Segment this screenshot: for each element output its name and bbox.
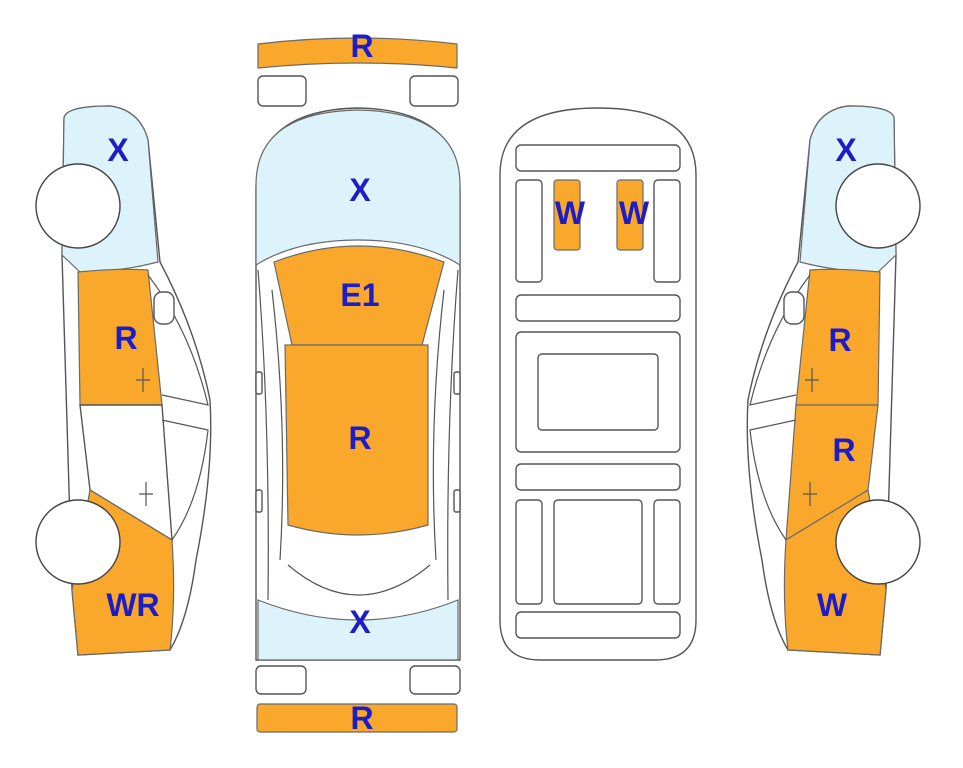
left-handle-front (136, 368, 150, 392)
front-bumper-label: R (350, 28, 373, 64)
roof-area-inner (537, 353, 659, 431)
left-window-line (147, 274, 209, 406)
right-mirror (783, 291, 805, 325)
rear-door-left (515, 499, 543, 605)
taillight-right (409, 665, 461, 695)
right-glass-line (749, 419, 797, 541)
left-side-line (257, 269, 269, 601)
right-rear-wheel (835, 499, 921, 585)
rear-glass-label: X (349, 604, 371, 640)
roof-panel[interactable] (284, 344, 429, 536)
left-door-label: R (114, 320, 137, 356)
left-side-view: X R WR (35, 105, 212, 656)
seat-front-right-panel[interactable] (616, 179, 644, 251)
mirror-left (255, 371, 263, 395)
front-door-left (515, 179, 543, 283)
rear-bumper-label: R (350, 700, 373, 736)
right-front-door-panel[interactable] (795, 268, 881, 406)
left-door-panel[interactable] (77, 268, 163, 406)
left-front-wheel (35, 163, 121, 249)
rear-bumper-panel[interactable] (256, 703, 458, 733)
left-quarter-glass-label: X (107, 132, 129, 168)
dashboard (515, 144, 681, 172)
left-mirror (153, 291, 175, 325)
interior-view: W W (499, 107, 697, 661)
right-side-view: X R R W (746, 105, 921, 656)
roof-label: R (348, 420, 371, 456)
windshield-label: X (349, 172, 371, 208)
right-quarter-glass-label: X (835, 132, 857, 168)
right-front-wheel (835, 163, 921, 249)
rear-glass-panel[interactable] (257, 599, 459, 661)
seat-front-left-label: W (555, 195, 586, 231)
right-inner-line (432, 289, 445, 561)
left-rear-wheel (35, 499, 121, 585)
right-rear-door-label: R (832, 432, 855, 468)
headlight-right (409, 75, 459, 107)
seat-front-right-label: W (619, 195, 650, 231)
rear-seat-back (515, 463, 681, 491)
front-door-right (653, 179, 681, 283)
rear-door-right (653, 499, 681, 605)
center-console (515, 294, 681, 322)
right-handle-rear (803, 482, 817, 506)
hood-panel[interactable] (273, 245, 445, 346)
mirror-right (453, 371, 461, 395)
left-rear-fender-label: WR (106, 587, 159, 623)
front-bumper-panel[interactable] (257, 37, 458, 69)
hood-label: E1 (340, 277, 379, 313)
top-view: R X E1 R X R (255, 28, 461, 736)
left-glass-line (161, 419, 209, 541)
headlight-left (257, 75, 307, 107)
windshield-panel[interactable] (255, 109, 461, 267)
left-handle-rear (139, 482, 153, 506)
rear-seat (553, 499, 643, 605)
right-handle-front (805, 368, 819, 392)
trunk-lid-interior (515, 611, 681, 639)
handle-left (255, 489, 263, 513)
taillight-left (255, 665, 307, 695)
right-front-door-label: R (828, 322, 851, 358)
right-rear-fender-label: W (817, 587, 848, 623)
right-side-line (447, 269, 459, 601)
left-inner-line (271, 289, 284, 561)
seat-front-left-panel[interactable] (553, 179, 581, 251)
right-window-line (749, 274, 811, 406)
trunk-line (287, 564, 431, 596)
handle-right (453, 489, 461, 513)
